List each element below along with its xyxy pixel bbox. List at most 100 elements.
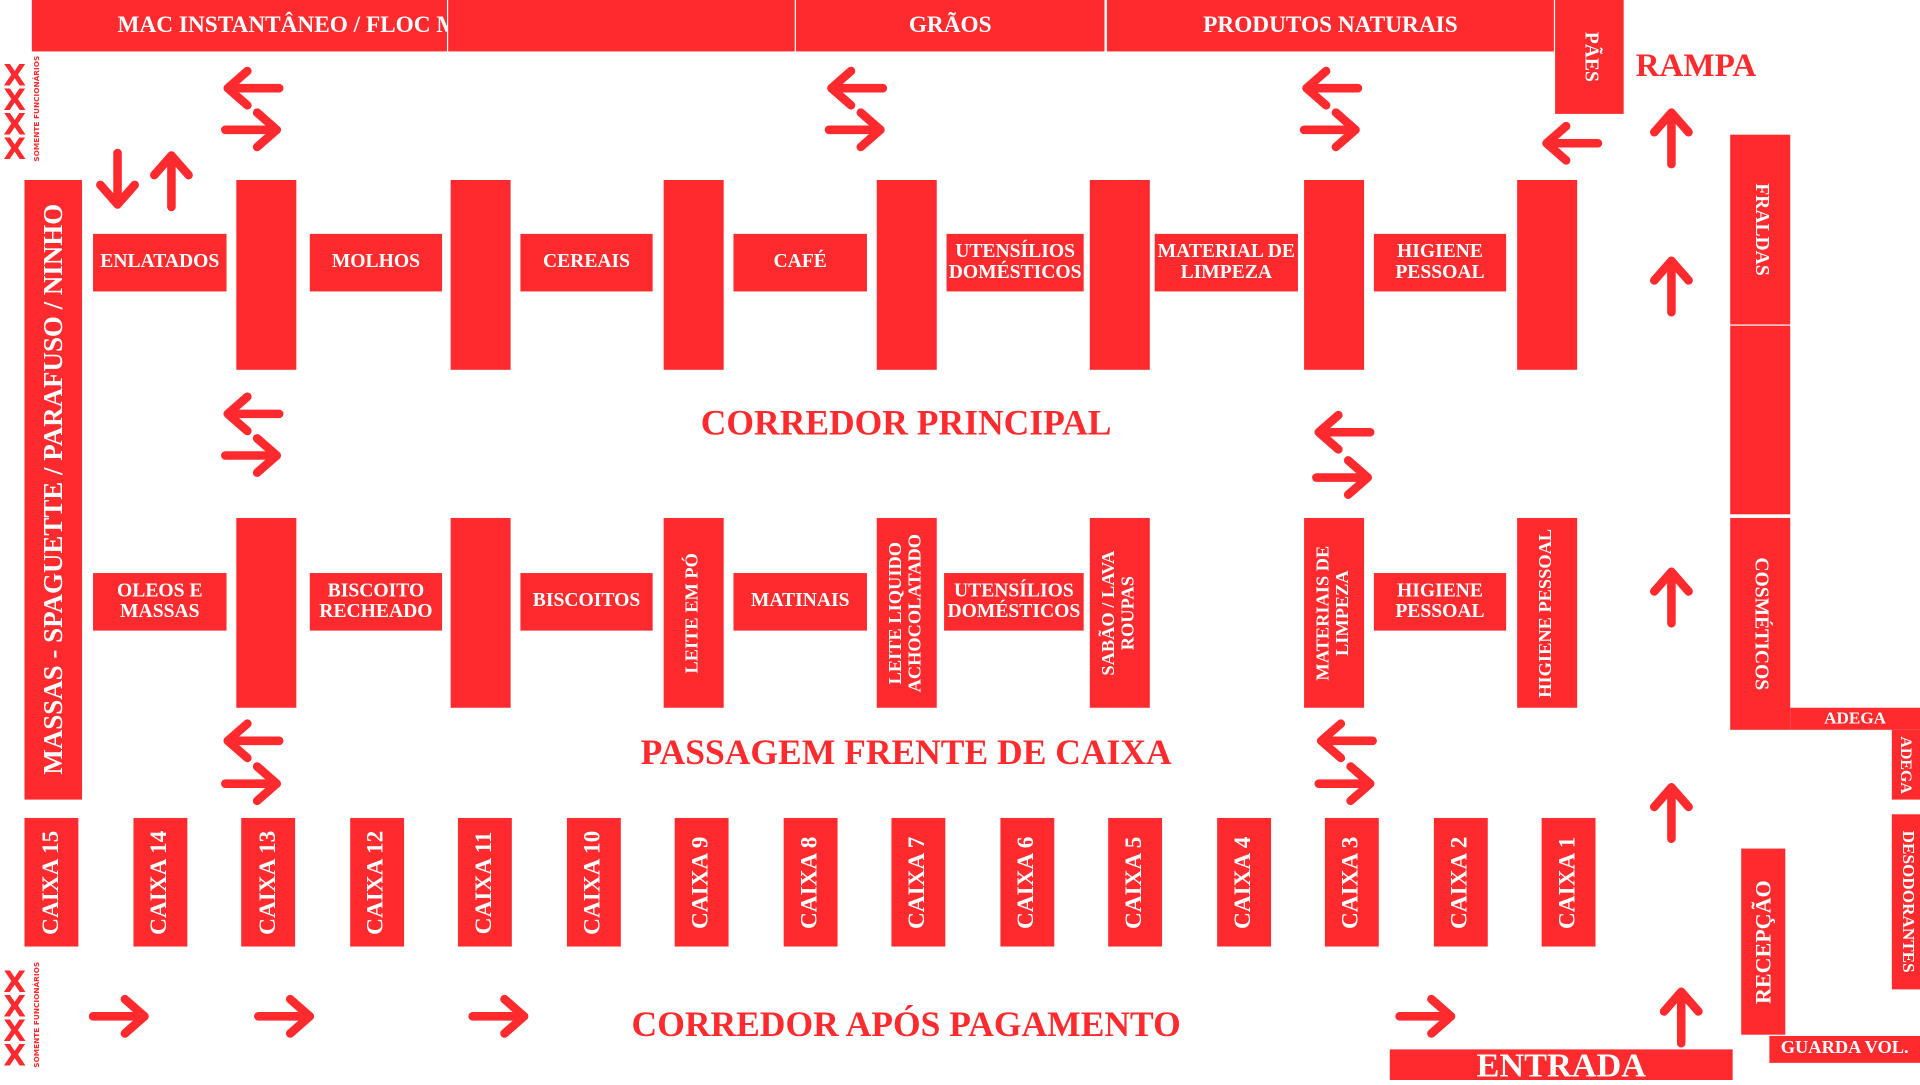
arrow-left-icon (1314, 410, 1375, 454)
arrow-right-icon (1395, 994, 1456, 1038)
label: GRÃOS (908, 12, 992, 38)
section-fraldas: FRALDAS (1730, 134, 1791, 325)
section-produtos-naturais: PRODUTOS NATURAIS (1106, 0, 1554, 52)
category-row2-5: UTENSÍLIOS DOMÉSTICOS (944, 573, 1084, 631)
arrow-right-icon (1314, 762, 1375, 806)
label: HIGIENE PESSOAL (1395, 240, 1485, 283)
arrow-up-icon (1650, 567, 1693, 628)
label: CAIXA 8 (796, 836, 823, 929)
label: CAIXA 2 (1446, 836, 1473, 929)
label: HIGIENE PESSOAL (1395, 580, 1485, 622)
label: GUARDA VOL. (1780, 1038, 1909, 1059)
label: MATERIAL DE LIMPEZA (1157, 240, 1295, 283)
arrow-up-icon (1650, 783, 1693, 844)
shelf-top-5 (1089, 180, 1150, 370)
entrance: ENTRADA (1389, 1046, 1733, 1085)
shelf-bottom-5: SABÃO / LAVA ROUPAS (1089, 517, 1150, 708)
label: ENTRADA (1476, 1046, 1647, 1085)
shelf-bottom-6: MATERIAIS DE LIMPEZA (1304, 517, 1365, 708)
section-adega: ADEGA (1790, 707, 1920, 730)
label: CAIXA 6 (1013, 836, 1040, 929)
label: CAIXA 13 (254, 830, 281, 935)
label: CAIXA 10 (579, 830, 606, 935)
arrow-right-icon (88, 994, 149, 1038)
shelf-bottom-2 (450, 517, 511, 708)
checkout-11: CAIXA 11 (457, 817, 512, 947)
label: CAIXA 3 (1338, 836, 1365, 929)
label: BISCOITO RECHEADO (319, 580, 433, 622)
staff-only-label-bottom: SOMENTE FUNCIONÁRIOS (33, 961, 42, 1068)
shelf-top-3 (663, 180, 724, 370)
label: CAIXA 12 (363, 830, 389, 935)
section-mac-floc: MAC INSTANTÂNEO / FLOC MILHO (31, 0, 519, 52)
category-row1-7: HIGIENE PESSOAL (1373, 233, 1507, 292)
label: BISCOITOS (532, 590, 641, 612)
label: RECEPÇÃO (1750, 879, 1775, 1004)
checkout-1: CAIXA 1 (1541, 817, 1596, 947)
checkout-12: CAIXA 12 (349, 817, 404, 947)
category-row2-1: OLEOS E MASSAS (93, 573, 227, 631)
section-adega-2: ADEGA (1891, 729, 1920, 800)
label: CAIXA 5 (1121, 836, 1148, 929)
category-row2-3: BISCOITOS (520, 573, 653, 631)
label: MASSAS - SPAGUETTE / PARAFUSO / NINHO (37, 204, 69, 776)
aisle-corredor-apos-pagamento: CORREDOR APÓS PAGAMENTO (631, 1005, 1181, 1045)
label: FRALDAS (1750, 183, 1772, 276)
staff-only-label-top: SOMENTE FUNCIONÁRIOS (33, 55, 42, 162)
label: CAFÉ (773, 251, 827, 272)
label: ADEGA (1824, 710, 1887, 729)
arrow-left-icon (827, 66, 888, 110)
label: PÃES (1580, 31, 1601, 82)
label: SABÃO / LAVA ROUPAS (1099, 550, 1139, 676)
checkout-14: CAIXA 14 (132, 817, 187, 947)
checkout-8: CAIXA 8 (783, 817, 837, 947)
arrow-right-icon (824, 108, 885, 152)
arrow-right-icon (221, 108, 282, 152)
arrow-right-icon (254, 994, 315, 1038)
label: CEREAIS (542, 251, 631, 272)
checkout-6: CAIXA 6 (999, 817, 1054, 947)
rampa-label: RAMPA (1635, 46, 1757, 84)
checkout-9: CAIXA 9 (674, 817, 729, 947)
label: CAIXA 9 (688, 836, 714, 929)
section-massas: MASSAS - SPAGUETTE / PARAFUSO / NINHO (24, 180, 83, 800)
arrow-down-icon (96, 148, 139, 209)
arrow-left-icon (1542, 121, 1603, 165)
category-row2-4: MATINAIS (733, 573, 867, 631)
label: LEITE LIQUIDO ACHOCOLATADO (886, 533, 926, 693)
shelf-bottom-3: LEITE EM PÓ (663, 517, 724, 708)
label: CAIXA 1 (1555, 836, 1581, 929)
label: DESODORANTES (1897, 830, 1917, 973)
category-row1-4: CAFÉ (733, 233, 867, 292)
label: UTENSÍLIOS DOMÉSTICOS (948, 240, 1082, 283)
shelf-bottom-4: LEITE LIQUIDO ACHOCOLATADO (876, 517, 937, 708)
checkout-10: CAIXA 10 (566, 817, 621, 947)
section-fraldas-2 (1730, 325, 1791, 515)
checkout-4: CAIXA 4 (1216, 817, 1271, 947)
checkout-15: CAIXA 15 (24, 817, 79, 947)
label: ADEGA (1897, 735, 1916, 794)
arrow-up-icon (1659, 987, 1703, 1048)
category-row1-2: MOLHOS (309, 233, 443, 292)
category-row1-1: ENLATADOS (93, 233, 227, 292)
label: UTENSÍLIOS DOMÉSTICOS (947, 580, 1081, 622)
shelf-top-4 (876, 180, 937, 370)
shelf-top-2 (450, 180, 511, 370)
aisle-corredor-principal: CORREDOR PRINCIPAL (700, 404, 1112, 444)
section-mac-floc-2 (448, 0, 795, 52)
arrow-right-icon (221, 434, 282, 477)
checkout-5: CAIXA 5 (1108, 817, 1163, 947)
arrow-up-icon (150, 151, 193, 212)
label: LEITE EM PÓ (682, 552, 703, 674)
section-desodorantes: DESODORANTES (1891, 814, 1920, 990)
arrow-left-icon (1316, 719, 1377, 763)
shelf-top-7 (1517, 180, 1578, 370)
arrow-right-icon (1299, 108, 1360, 152)
checkout-13: CAIXA 13 (241, 817, 296, 947)
label: PRODUTOS NATURAIS (1203, 12, 1458, 38)
shelf-top-1 (236, 180, 297, 370)
shelf-bottom-1 (236, 517, 297, 708)
staff-only-marks-bottom: XXXX (3, 964, 27, 1073)
section-cosmeticos: COSMÉTICOS (1730, 517, 1791, 730)
arrow-right-icon (221, 762, 282, 806)
